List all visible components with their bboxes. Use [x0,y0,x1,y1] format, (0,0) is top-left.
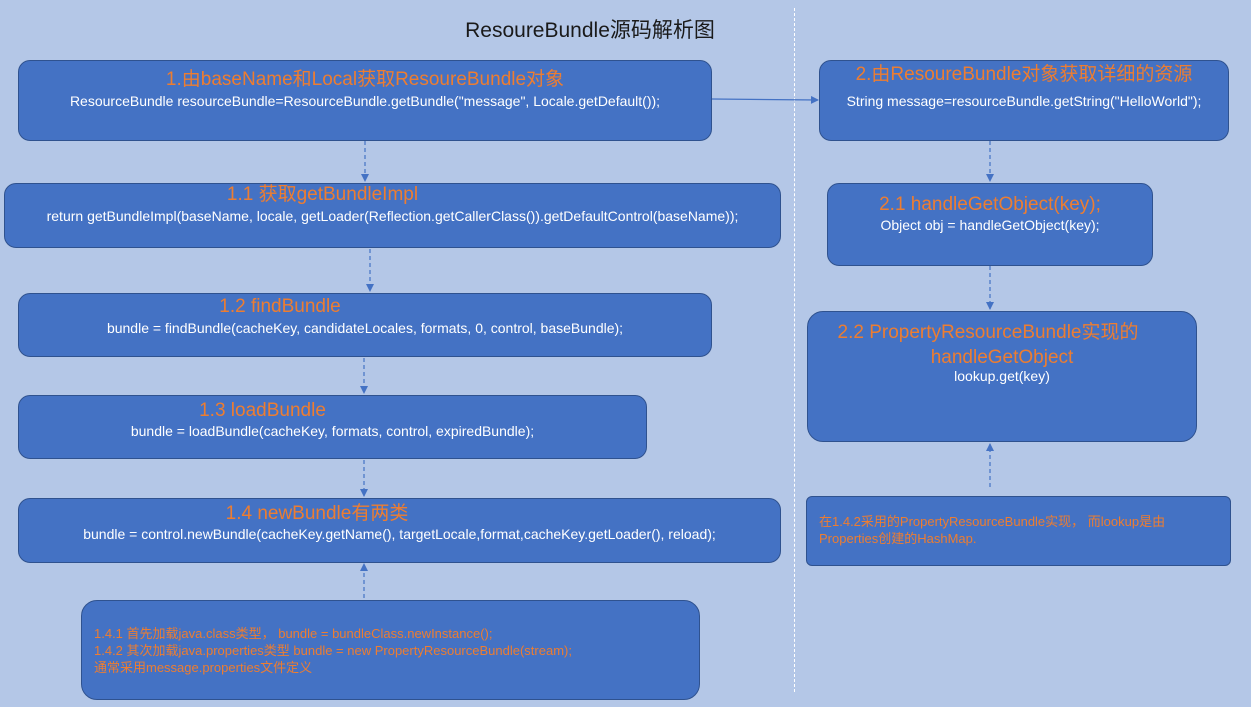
step2-2-box: 2.2 PropertyResourceBundle实现的 handleGetO… [807,311,1197,442]
step1-1-heading: 1.1 获取getBundleImpl [226,184,419,205]
step1-3-heading: 1.3 loadBundle [199,400,326,421]
arrow-step1-to-step2 [711,95,819,104]
step1-2-code: bundle = findBundle(cacheKey, candidateL… [106,320,624,336]
step1-3-code: bundle = loadBundle(cacheKey, formats, c… [130,423,535,439]
step1-1-code: return getBundleImpl(baseName, locale, g… [46,208,739,224]
step1-4-heading: 1.4 newBundle有两类 [225,503,409,524]
step2-2-code: lookup.get(key) [954,368,1050,384]
step1-4-code: bundle = control.newBundle(cacheKey.getN… [83,526,716,542]
step1-2-heading: 1.2 findBundle [219,296,341,317]
diagram-title: ResoureBundle源码解析图 [465,19,715,42]
step2-code: String message=resourceBundle.getString(… [846,93,1202,109]
step2-box: 2.由ResoureBundle对象获取详细的资源 String message… [819,60,1229,141]
step1-1-box: 1.1 获取getBundleImpl return getBundleImpl… [4,183,781,248]
step1-4-box: 1.4 newBundle有两类 bundle = control.newBun… [18,498,781,563]
step2-1-box: 2.1 handleGetObject(key); Object obj = h… [827,183,1153,266]
step2-heading: 2.由ResoureBundle对象获取详细的资源 [855,64,1193,85]
step1-heading: 1.由baseName和Local获取ResoureBundle对象 [165,69,565,90]
step2-2-heading-line2: handleGetObject [930,347,1074,368]
step1-code: ResourceBundle resourceBundle=ResourceBu… [69,93,661,109]
step1-3-box: 1.3 loadBundle bundle = loadBundle(cache… [18,395,647,459]
step1-4-notes-box: 1.4.1 首先加载java.class类型， bundle = bundleC… [81,600,700,700]
step2-1-code: Object obj = handleGetObject(key); [880,217,1100,233]
step1-2-box: 1.2 findBundle bundle = findBundle(cache… [18,293,712,357]
column-divider [794,8,795,692]
step2-1-heading: 2.1 handleGetObject(key); [879,194,1101,215]
step2-2-heading-line1: 2.2 PropertyResourceBundle实现的 [837,322,1139,343]
note-1-4-2: 1.4.2 其次加载java.properties类型 bundle = new… [94,643,572,658]
step2-note-line2: Properties创建的HashMap. [819,531,977,546]
step2-note-box: 在1.4.2采用的PropertyResourceBundle实现， 而look… [806,496,1231,566]
note-1-4-1: 1.4.1 首先加载java.class类型， bundle = bundleC… [94,626,493,641]
note-usage: 通常采用message.properties文件定义 [94,660,313,675]
step1-box: 1.由baseName和Local获取ResoureBundle对象 Resou… [18,60,712,141]
step2-note-line1: 在1.4.2采用的PropertyResourceBundle实现， 而look… [819,514,1166,529]
